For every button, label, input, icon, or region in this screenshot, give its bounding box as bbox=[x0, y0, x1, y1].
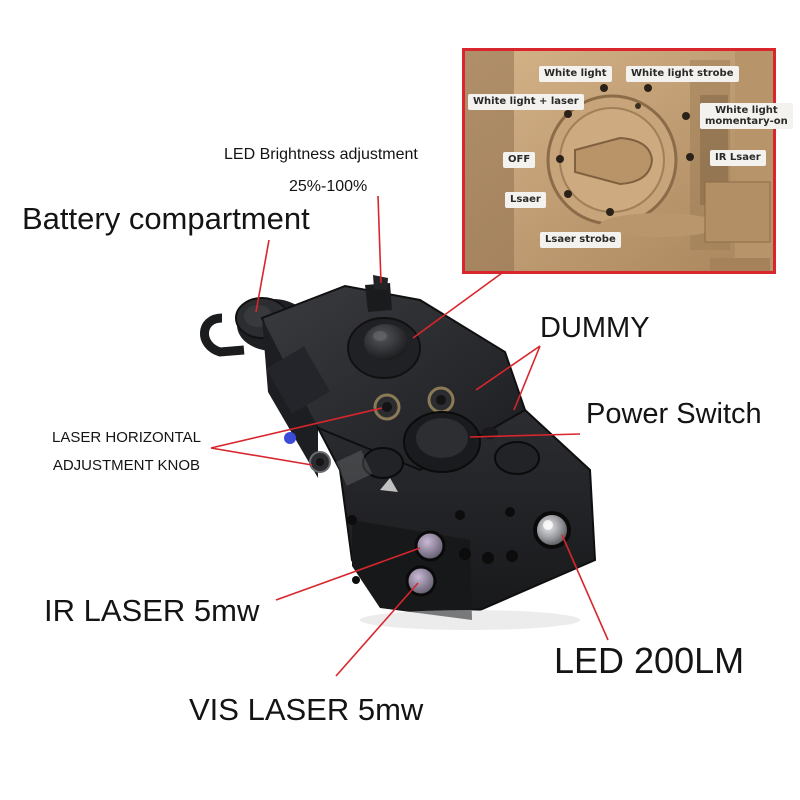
momentary-line2: momentary-on bbox=[705, 116, 788, 127]
led-brightness-knob bbox=[347, 317, 421, 379]
momentary-line1: White light bbox=[715, 105, 778, 116]
ir-laser-label: IR LASER 5mw bbox=[44, 593, 260, 628]
led-brightness-label: LED Brightness adjustment bbox=[224, 146, 418, 163]
mode-ir-laser-tag: IR Lsaer bbox=[710, 150, 766, 166]
mode-off-tag: OFF bbox=[503, 152, 536, 168]
battery-compartment-label: Battery compartment bbox=[22, 201, 310, 236]
power-switch-label: Power Switch bbox=[586, 398, 762, 430]
laser-adjustment-screws bbox=[284, 386, 455, 473]
vis-laser-label: VIS LASER 5mw bbox=[189, 692, 424, 727]
laser-knob-line2: ADJUSTMENT KNOB bbox=[52, 457, 201, 474]
laser-knob-label: LASER HORIZONTAL ADJUSTMENT KNOB bbox=[52, 424, 201, 480]
power-switch bbox=[403, 411, 481, 473]
led-label: LED 200LM bbox=[554, 640, 745, 681]
laser-knob-line1: LASER HORIZONTAL bbox=[52, 429, 201, 446]
dummy-label: DUMMY bbox=[540, 312, 650, 344]
led-brightness-range-label: 25%-100% bbox=[289, 178, 368, 195]
mode-white-light-strobe-tag: White light strobe bbox=[626, 66, 739, 82]
mode-laser-tag: Lsaer bbox=[505, 192, 546, 208]
mode-laser-strobe-tag: Lsaer strobe bbox=[540, 232, 621, 248]
ir-laser-aperture bbox=[414, 530, 446, 562]
callout-lines bbox=[210, 195, 609, 677]
mode-white-light-momentary-tag: White light momentary-on bbox=[700, 103, 793, 129]
mode-white-light-laser-tag: White light + laser bbox=[468, 94, 584, 110]
led-lens bbox=[533, 511, 571, 549]
mode-white-light-tag: White light bbox=[539, 66, 612, 82]
peq-device bbox=[200, 275, 597, 630]
